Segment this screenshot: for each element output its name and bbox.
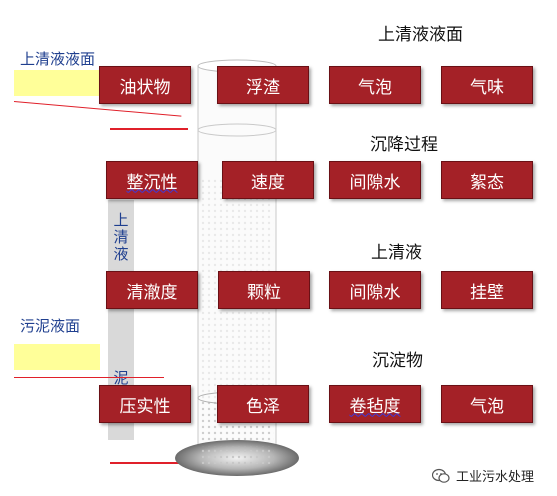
watermark: 工业污水处理 [432, 466, 534, 485]
supernatant-surface-label: 上清液液面 [20, 50, 96, 68]
watermark-text: 工业污水处理 [456, 470, 535, 485]
item-scum: 浮渣 [217, 66, 309, 104]
sludge-surface-label: 污泥液面 [20, 317, 81, 335]
item-oily-matter: 油状物 [99, 66, 191, 104]
section-title-settling-process: 沉降过程 [370, 135, 438, 155]
item-clarity: 清澈度 [106, 271, 198, 309]
item-odor: 气味 [441, 66, 533, 104]
item-color: 色泽 [217, 385, 309, 423]
supernatant-level-line [110, 128, 188, 130]
item-settleability-text: 整沉性 [126, 172, 178, 193]
item-settleability: 整沉性 [106, 161, 198, 199]
section-title-supernatant: 上清液 [371, 243, 422, 263]
wechat-icon [432, 468, 450, 483]
sludge-pointer-line [14, 377, 164, 378]
vertical-supernatant-label: 上清液 [113, 211, 129, 263]
sludge-bottom-line [110, 462, 188, 464]
vertical-sludge-label: 泥 [113, 369, 129, 387]
item-interstitial-water-process: 间隙水 [329, 161, 421, 199]
item-interstitial-water-supernatant: 间隙水 [329, 271, 421, 309]
item-speed: 速度 [222, 161, 314, 199]
item-particles: 颗粒 [218, 271, 310, 309]
item-floc-state: 絮态 [441, 161, 533, 199]
item-bubbles-surface: 气泡 [329, 66, 421, 104]
supernatant-highlight [14, 70, 100, 96]
sludge-highlight [14, 344, 100, 370]
item-wall-adhesion: 挂壁 [441, 271, 533, 309]
section-title-sediment: 沉淀物 [372, 351, 423, 371]
item-curl-felt-degree-text: 卷毡度 [349, 396, 401, 417]
item-compaction: 压实性 [99, 385, 191, 423]
item-curl-felt-degree: 卷毡度 [329, 385, 421, 423]
item-bubbles-sediment: 气泡 [441, 385, 533, 423]
section-title-supernatant-surface: 上清液液面 [378, 25, 463, 45]
